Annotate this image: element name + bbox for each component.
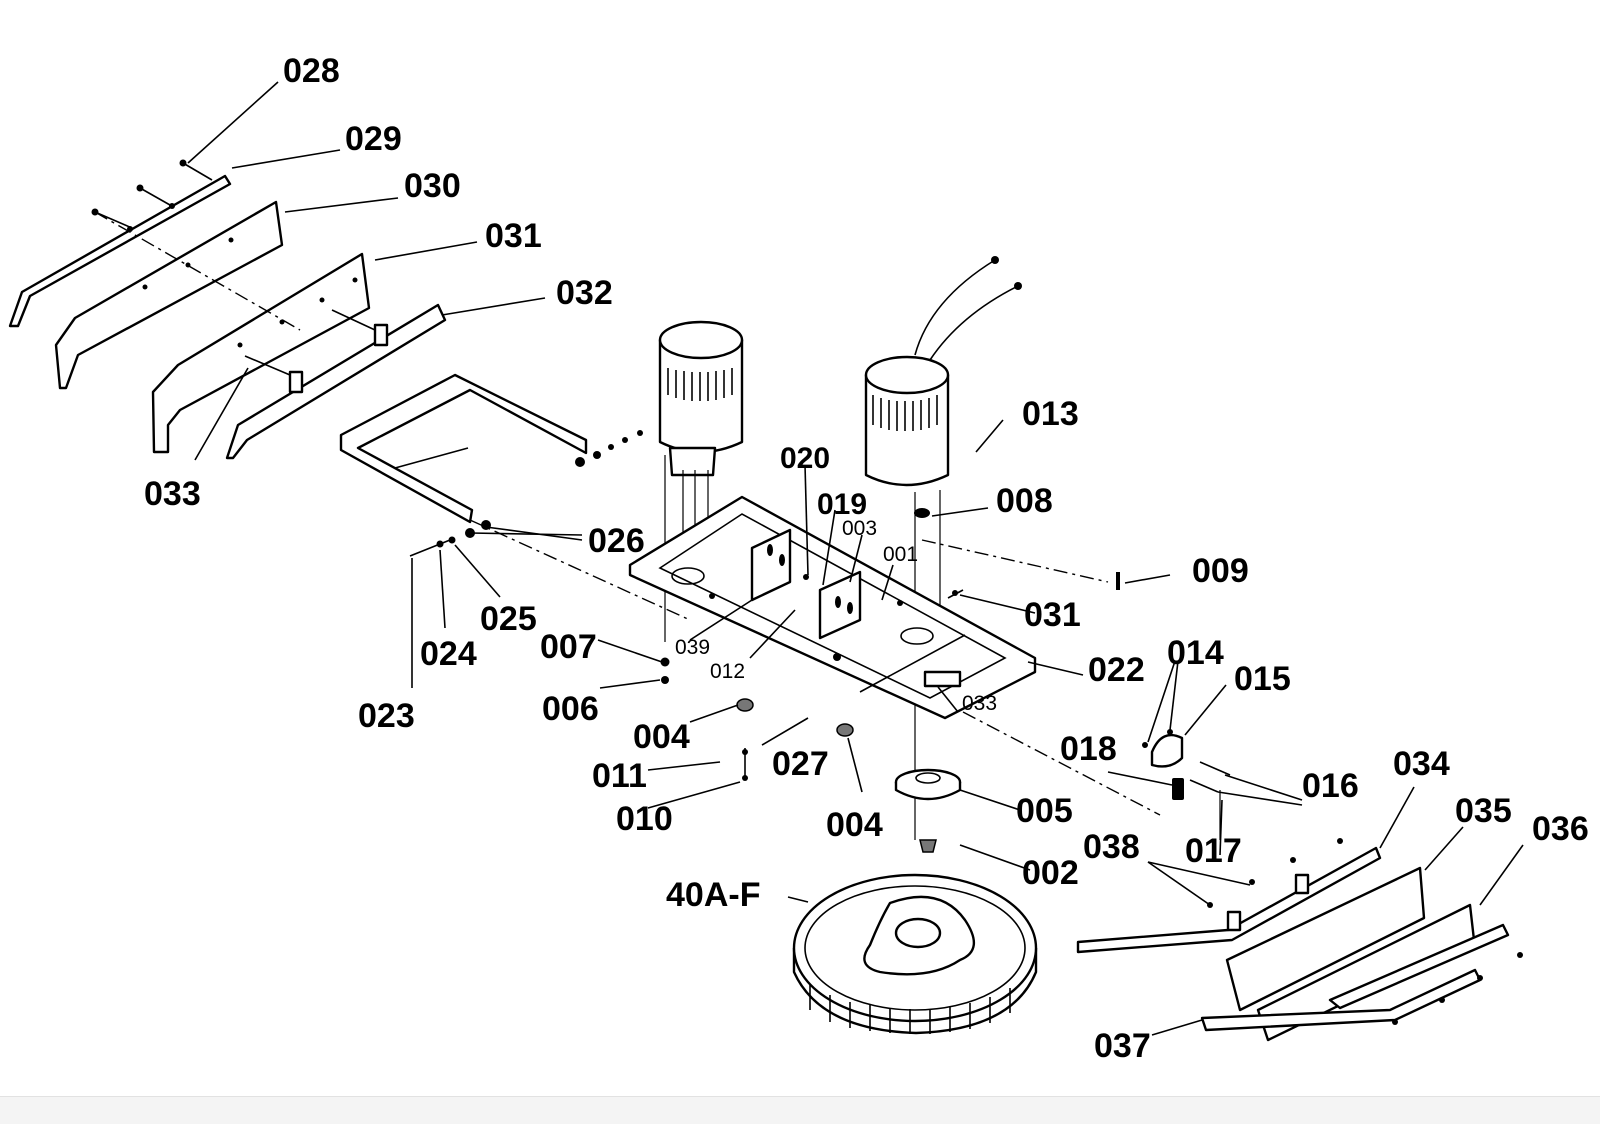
part-030-blade — [54, 200, 284, 390]
label-031-right: 031 — [1024, 596, 1081, 634]
part-008 — [914, 508, 930, 518]
left-motor — [658, 320, 744, 477]
right-small-parts — [1142, 729, 1231, 840]
part-032-bracket — [288, 370, 304, 394]
label-010: 010 — [616, 800, 673, 838]
part-010 — [742, 775, 748, 781]
label-035: 035 — [1455, 792, 1512, 830]
label-038: 038 — [1083, 828, 1140, 866]
label-036: 036 — [1532, 810, 1589, 848]
label-023: 023 — [358, 697, 415, 735]
part-007 — [660, 657, 670, 667]
frame-rail — [339, 373, 588, 524]
label-037: 037 — [1094, 1027, 1151, 1065]
label-014: 014 — [1167, 634, 1224, 672]
label-029: 029 — [345, 120, 402, 158]
part-009 — [1116, 572, 1120, 590]
label-031-left: 031 — [485, 217, 542, 255]
part-011 — [742, 749, 748, 755]
leader-lines — [187, 81, 1524, 1036]
label-034: 034 — [1393, 745, 1450, 783]
part-006 — [661, 676, 669, 684]
bottom-margin-bar — [0, 1096, 1600, 1124]
right-motor — [864, 256, 1022, 518]
part-004-b — [836, 723, 854, 737]
label-033-right: 033 — [962, 692, 997, 715]
small-hardware — [409, 519, 1161, 816]
left-squeegee-assembly — [8, 159, 447, 460]
label-002: 002 — [1022, 854, 1079, 892]
part-020-bracket — [750, 528, 792, 602]
label-018: 018 — [1060, 730, 1117, 768]
label-026: 026 — [588, 522, 645, 560]
label-005: 005 — [1016, 792, 1073, 830]
label-024: 024 — [420, 635, 477, 673]
part-005-pulley — [894, 768, 962, 853]
label-028: 028 — [283, 52, 340, 90]
label-012: 012 — [710, 660, 745, 683]
part-029-strip — [8, 174, 232, 328]
part-027 — [833, 653, 841, 661]
label-027: 027 — [772, 745, 829, 783]
part-number-labels: 028 029 030 031 032 033 026 025 024 023 … — [144, 52, 1589, 1065]
part-016 — [1199, 761, 1231, 776]
label-019: 019 — [817, 488, 867, 521]
label-40a-f: 40A-F — [666, 876, 760, 914]
part-031-blade — [151, 252, 371, 454]
label-004-a: 004 — [633, 718, 690, 756]
label-032: 032 — [556, 274, 613, 312]
label-017: 017 — [1185, 832, 1242, 870]
label-015: 015 — [1234, 660, 1291, 698]
label-009: 009 — [1192, 552, 1249, 590]
upper-frame — [339, 373, 643, 524]
label-025: 025 — [480, 600, 537, 638]
label-039: 039 — [675, 636, 710, 659]
part-032-strip — [225, 303, 447, 460]
label-022: 022 — [1088, 651, 1145, 689]
label-001: 001 — [883, 543, 918, 566]
part-033-bolt — [244, 355, 291, 376]
label-006: 006 — [542, 690, 599, 728]
part-40a-f-brush — [792, 873, 1038, 1035]
label-016: 016 — [1302, 767, 1359, 805]
part-002 — [919, 839, 937, 853]
right-squeegee-assembly — [1076, 838, 1523, 1042]
part-015 — [1150, 733, 1184, 768]
label-020: 020 — [780, 442, 830, 475]
part-014 — [1142, 742, 1148, 748]
part-035-blade — [1225, 866, 1426, 1012]
label-011: 011 — [592, 757, 647, 795]
label-013: 013 — [1022, 395, 1079, 433]
base-plate — [628, 495, 1037, 720]
label-003: 003 — [842, 517, 877, 540]
part-018 — [1172, 778, 1184, 800]
label-004-b: 004 — [826, 806, 883, 844]
label-007: 007 — [540, 628, 597, 666]
label-033-left: 033 — [144, 475, 201, 513]
part-004-a — [736, 698, 754, 712]
label-030: 030 — [404, 167, 461, 205]
label-008: 008 — [996, 482, 1053, 520]
